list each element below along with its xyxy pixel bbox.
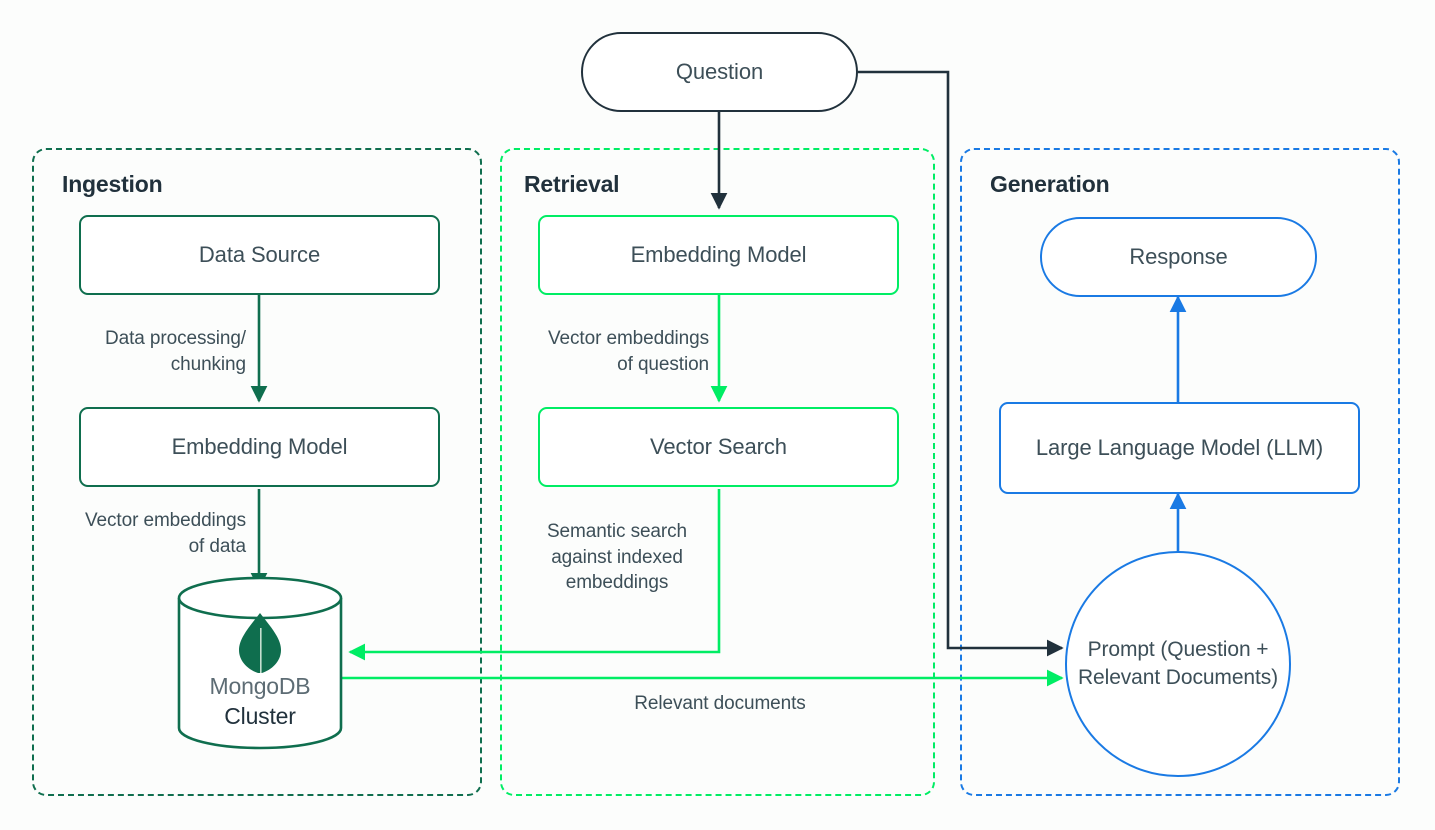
node-response[interactable]: Response	[1040, 217, 1317, 297]
node-prompt[interactable]: Prompt (Question + Relevant Documents)	[1065, 551, 1291, 777]
section-title-ingestion: Ingestion	[62, 171, 163, 197]
node-question[interactable]: Question	[581, 32, 858, 112]
node-retrieval-embedding-model[interactable]: Embedding Model	[538, 215, 899, 295]
mongodb-label-line2: Cluster	[224, 702, 296, 729]
edge-label-vector-embeddings-of-question: Vector embeddings of question	[548, 328, 709, 375]
edge-label-data-processing: Data processing/ chunking	[105, 328, 246, 375]
section-title-generation: Generation	[990, 171, 1110, 197]
section-title-retrieval: Retrieval	[524, 171, 620, 197]
node-data-source[interactable]: Data Source	[79, 215, 440, 295]
edge-label-vector-embeddings-of-data: Vector embeddings of data	[85, 510, 246, 557]
node-llm[interactable]: Large Language Model (LLM)	[999, 402, 1360, 494]
edge-label-semantic-search: Semantic search against indexed embeddin…	[546, 521, 687, 594]
mongodb-leaf-icon	[239, 613, 281, 673]
node-vector-search[interactable]: Vector Search	[538, 407, 899, 487]
node-mongodb-cluster[interactable]: MongoDB Cluster	[176, 576, 344, 750]
node-ingestion-embedding-model[interactable]: Embedding Model	[79, 407, 440, 487]
mongodb-label-line1: MongoDB	[209, 673, 311, 699]
section-ingestion	[32, 148, 482, 796]
mongodb-cluster-label: MongoDB Cluster	[176, 672, 344, 732]
edge-label-relevant-documents: Relevant documents	[634, 693, 806, 714]
